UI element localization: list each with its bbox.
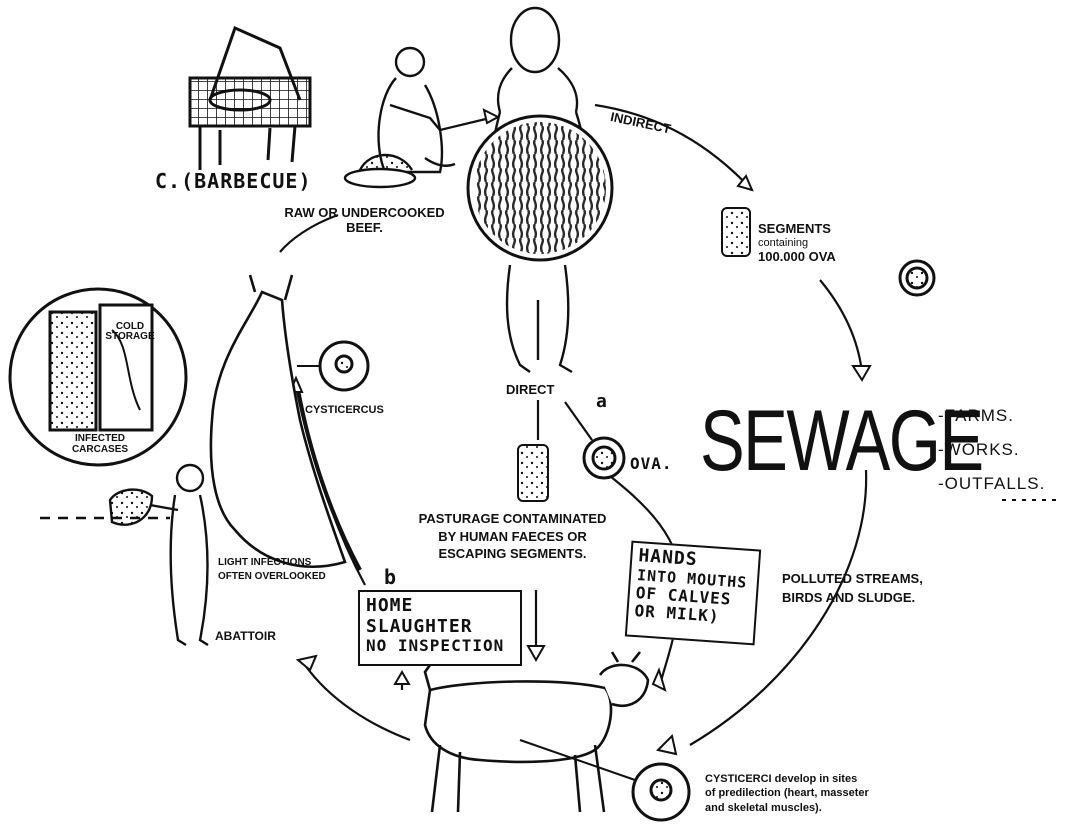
cysticerci-label: CYSTICERCI develop in sites of predilect…	[705, 772, 869, 815]
cysticerci-line-2: of predilection (heart, masseter	[705, 786, 869, 800]
raw-beef-label: RAW OR UNDERCOOKED BEEF.	[272, 206, 457, 236]
cow-illustration	[425, 652, 648, 812]
pasturage-line-1: PASTURAGE CONTAMINATED	[390, 510, 635, 528]
home-slaughter-line-1: HOME	[366, 596, 514, 617]
cysticercus-label: CYSTICERCUS	[305, 404, 384, 417]
segments-label: SEGMENTS containing 100.000 OVA	[758, 222, 836, 265]
arrowhead-icon	[484, 110, 498, 123]
arrowhead-icon	[528, 646, 544, 660]
sewage-destination-outfalls: -OUTFALLS.	[938, 474, 1045, 494]
infected-line-1: INFECTED	[60, 434, 140, 445]
sewage-destination-works: -WORKS.	[938, 440, 1020, 460]
pasturage-line-2: BY HUMAN FAECES OR	[390, 528, 635, 546]
light-infections-label: LIGHT INFECTIONS OFTEN OVERLOOKED	[218, 556, 326, 584]
barbecue-grill-illustration	[190, 28, 310, 170]
carcass-illustration	[211, 275, 360, 570]
home-slaughter-line-3: NO INSPECTION	[366, 637, 514, 655]
raw-beef-line-1: RAW OR UNDERCOOKED	[272, 206, 457, 221]
arrowhead-icon	[853, 366, 870, 380]
ovum-icon	[584, 438, 624, 478]
segment-icon	[518, 445, 548, 501]
marker-b: b	[384, 566, 397, 589]
direct-label: DIRECT	[506, 383, 554, 398]
ovum-icon	[900, 261, 934, 295]
segments-line-1: SEGMENTS	[758, 222, 836, 237]
segments-line-2: containing	[758, 237, 836, 250]
light-infections-line-2: OFTEN OVERLOOKED	[218, 570, 326, 584]
cold-storage-label: COLD STORAGE	[95, 322, 165, 342]
cysticercus-circle	[297, 342, 368, 390]
infected-line-2: CARCASES	[60, 445, 140, 456]
arrow-cook-to-man	[440, 118, 490, 130]
abattoir-label: ABATTOIR	[215, 630, 276, 644]
infected-carcases-label: INFECTED CARCASES	[60, 434, 140, 455]
polluted-line-1: POLLUTED STREAMS,	[782, 570, 923, 589]
segment-icon	[722, 208, 750, 256]
arrow-cattle-to-abattoir	[305, 665, 410, 740]
arrowhead-icon	[658, 736, 676, 754]
hands-box: HANDS INTO MOUTHS OF CALVES OR MILK)	[625, 541, 761, 646]
raw-beef-line-2: BEEF.	[272, 221, 457, 236]
arrowhead-icon	[395, 672, 409, 684]
arrow-direct-a	[565, 402, 592, 440]
home-slaughter-box: HOME SLAUGHTER NO INSPECTION	[358, 590, 522, 666]
cold-storage-line-2: STORAGE	[95, 332, 165, 342]
pasturage-label: PASTURAGE CONTAMINATED BY HUMAN FAECES O…	[390, 510, 635, 563]
intestine-circle	[468, 116, 612, 260]
barbecue-label: C.(BARBECUE)	[155, 170, 312, 193]
home-slaughter-line-2: SLAUGHTER	[366, 617, 514, 638]
pasturage-line-3: ESCAPING SEGMENTS.	[390, 545, 635, 563]
arrowhead-icon	[298, 656, 316, 670]
cysticerci-line-3: and skeletal muscles).	[705, 801, 869, 815]
sewage-destination-farms: -FARMS.	[938, 406, 1014, 426]
ova-label: OVA.	[630, 455, 673, 473]
light-infections-line-1: LIGHT INFECTIONS	[218, 556, 326, 570]
arrow-segments-to-sewage	[820, 280, 862, 372]
marker-a: a	[596, 392, 608, 413]
cysticerci-line-1: CYSTICERCI develop in sites	[705, 772, 869, 786]
inspector-illustration	[40, 465, 208, 645]
cook-figure-illustration	[345, 48, 455, 187]
polluted-streams-label: POLLUTED STREAMS, BIRDS AND SLUDGE.	[782, 570, 923, 608]
polluted-line-2: BIRDS AND SLUDGE.	[782, 589, 923, 608]
segments-line-3: 100.000 OVA	[758, 250, 836, 265]
